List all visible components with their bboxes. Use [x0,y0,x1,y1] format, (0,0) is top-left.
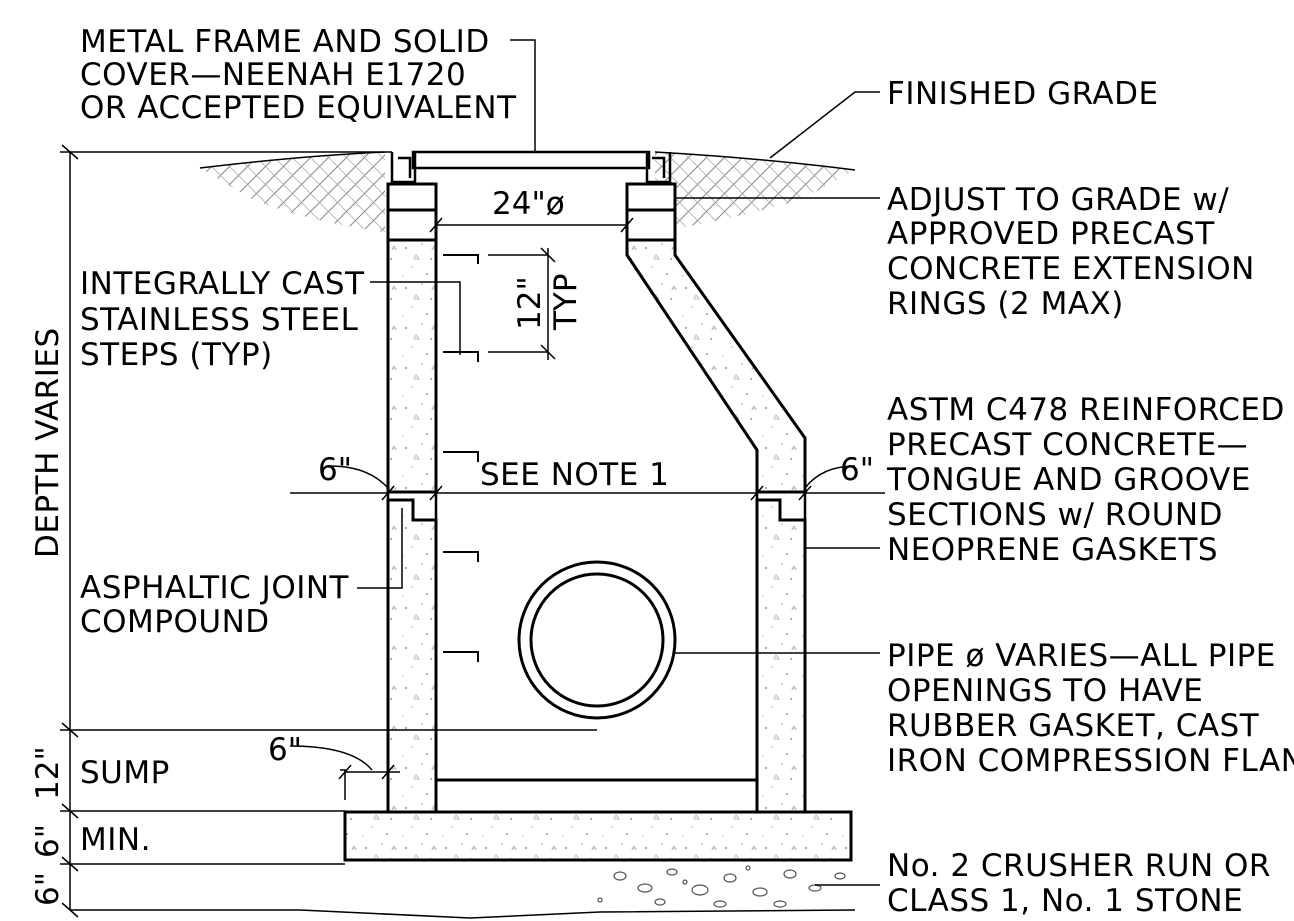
dimension-lines [60,144,885,918]
opening-dimension: 24"ø [492,186,565,222]
stone-thickness-dimension: 6" [30,872,66,906]
stone-label-line1: No. 2 CRUSHER RUN OR [887,848,1271,884]
right-wall-dimension: 6" [840,452,874,488]
stainless-steps [443,254,479,662]
frame-label-line1: METAL FRAME AND SOLID [80,24,490,60]
adjust-label-line1: ADJUST TO GRADE w/ [887,182,1229,218]
base-thickness-dimension: 6" [30,824,66,858]
sump-label: SUMP [80,755,170,791]
pipe-label-line3: RUBBER GASKET, CAST [887,708,1260,744]
step-spacing-dimension: 12" [512,276,548,330]
tongue-groove-joint [386,492,807,522]
adjust-label-line2: APPROVED PRECAST [887,216,1215,252]
pipe-opening [517,560,677,720]
leader-lines [357,39,880,886]
adjust-label-line4: RINGS (2 MAX) [887,286,1124,322]
steps-label-line3: STEPS (TYP) [80,337,273,373]
pipe-label-line2: OPENINGS TO HAVE [887,673,1203,709]
stone-label-line2: CLASS 1, No. 1 STONE [887,883,1243,919]
joint-label-line2: COMPOUND [80,604,270,640]
pipe-label-line1: PIPE ø VARIES—ALL PIPE [887,638,1276,674]
frame-label-line3: OR ACCEPTED EQUIVALENT [80,90,517,126]
pipe-label-line4: IRON COMPRESSION FLANGE [887,743,1294,779]
left-wall-dimension: 6" [318,452,352,488]
astm-label-line1: ASTM C478 REINFORCED [887,392,1285,428]
finished-grade-label: FINISHED GRADE [887,76,1159,112]
step-typ-label: TYP [548,273,584,331]
sump-depth-dimension: 12" [30,746,66,800]
astm-label-line5: NEOPRENE GASKETS [887,532,1218,568]
subgrade-line [70,909,856,919]
joint-label-line1: ASPHALTIC JOINT [80,570,350,606]
astm-label-line2: PRECAST CONCRETE— [887,427,1248,463]
cone-section [386,238,807,494]
min-label: MIN. [80,822,151,858]
frame-and-cover [390,150,672,184]
steps-label-line2: STAINLESS STEEL [80,302,359,338]
callout-labels: METAL FRAME AND SOLID COVER—NEENAH E1720… [30,24,1294,919]
depth-varies-label: DEPTH VARIES [30,327,66,558]
sump-wall-dimension: 6" [268,732,302,768]
stone-bedding [597,865,846,908]
adjust-label-line3: CONCRETE EXTENSION [887,251,1255,287]
dimension-labels: 24"ø 12" TYP 6" 6" 6" 12" 6" 6" [30,186,874,906]
frame-label-line2: COVER—NEENAH E1720 [80,57,466,93]
astm-label-line3: TONGUE AND GROOVE [886,462,1251,498]
see-note-label: SEE NOTE 1 [480,457,669,493]
base-slab [343,780,853,862]
astm-label-line4: SECTIONS w/ ROUND [887,497,1223,533]
soil-hatch [199,151,856,232]
steps-label-line1: INTEGRALLY CAST [80,266,365,302]
